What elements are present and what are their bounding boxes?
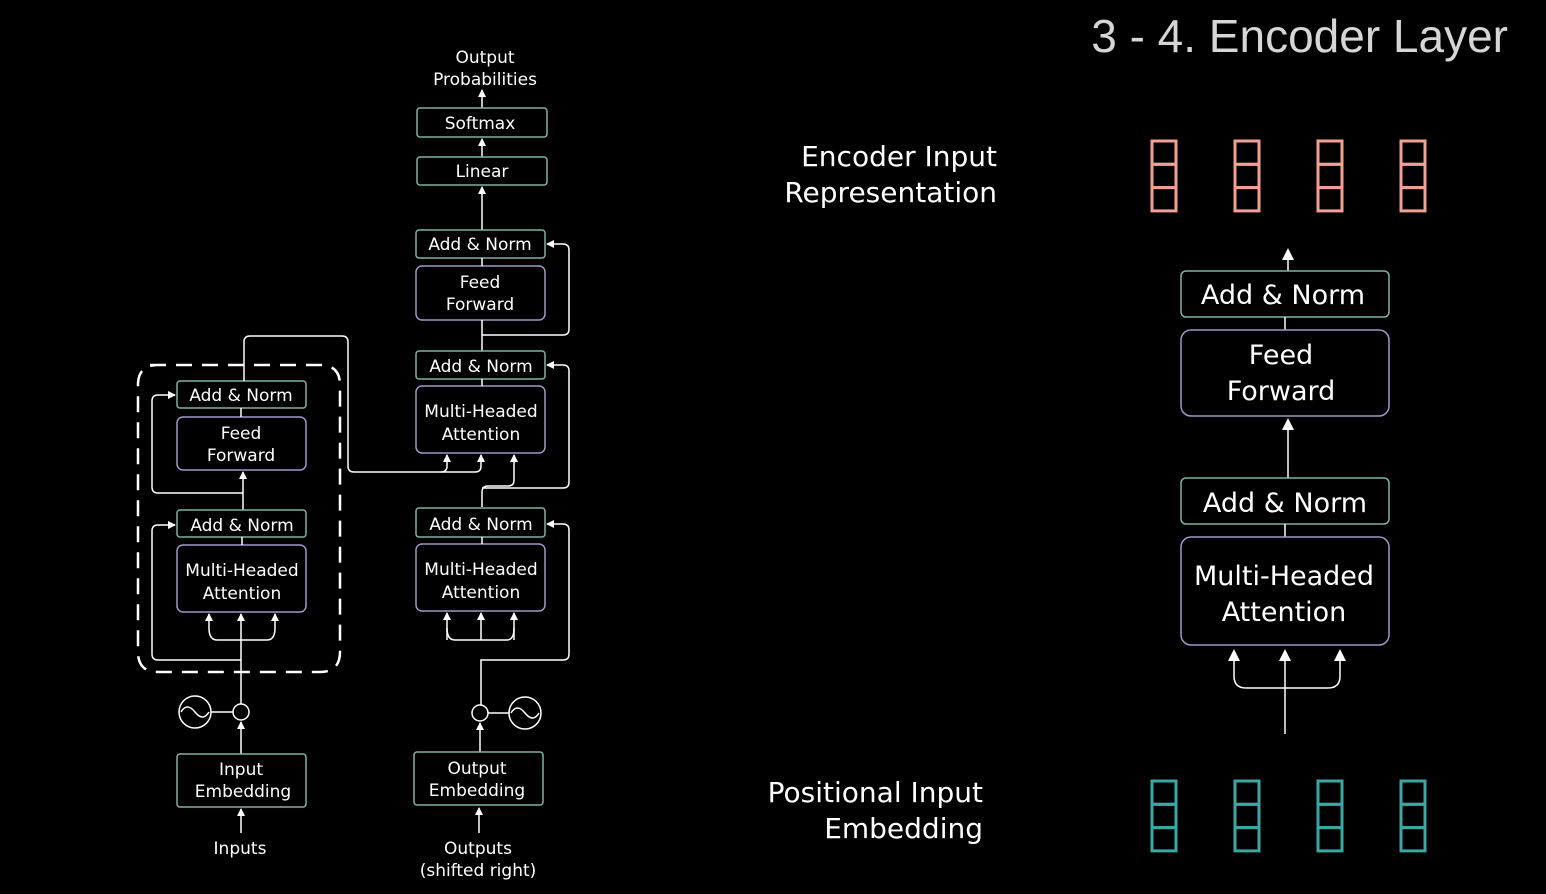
decoder-add-norm-3 — [415, 229, 546, 259]
positional-input-vector-3-cell-3 — [1316, 826, 1344, 853]
positional-input-label-1: Positional Input — [768, 776, 983, 809]
decoder-cross-attention — [415, 385, 546, 454]
decoder-ff-label-1: Feed — [460, 273, 501, 293]
positional-input-vector-1-cell-3 — [1150, 826, 1178, 853]
encoder-ff-label-2: Forward — [207, 446, 275, 466]
encoder-output-vector-1-cell-3 — [1150, 186, 1178, 213]
input-embedding-label-2: Embedding — [195, 782, 291, 802]
linear-label: Linear — [456, 162, 509, 182]
encoder-output-vector-1-cell-1 — [1150, 139, 1178, 166]
decoder-feed-forward — [415, 265, 546, 321]
encoder-attn-label-1: Multi-Headed — [185, 561, 298, 581]
encoder-output-vector-2-cell-3 — [1233, 186, 1261, 213]
output-probabilities-label-2: Probabilities — [433, 70, 537, 90]
encoder-output-vector-2-cell-2 — [1233, 162, 1261, 190]
transformer-diagram: Output Probabilities Softmax Linear Add … — [136, 48, 570, 881]
positional-input-vector-1-cell-2 — [1150, 802, 1178, 830]
encoder-input-label-2: Representation — [784, 176, 997, 209]
decoder-masked-attn-label-2: Attention — [442, 583, 520, 603]
encoder-ff-label-1: Feed — [221, 424, 262, 444]
encoder-output-vector-3-cell-3 — [1316, 186, 1344, 213]
encoder-output-vector-4-cell-3 — [1399, 186, 1427, 213]
decoder-add-circle — [471, 704, 489, 722]
softmax-box — [416, 107, 548, 138]
encoder-output-vectors — [1150, 139, 1427, 213]
encoder-dashed-outline — [136, 363, 342, 674]
positional-input-vector-2-cell-1 — [1233, 779, 1261, 806]
outputs-label-2: (shifted right) — [420, 861, 537, 881]
decoder-cross-attn-label-2: Attention — [442, 425, 520, 445]
decoder-add-norm-1-label: Add & Norm — [429, 515, 532, 535]
encoder-output-vector-4-cell-1 — [1399, 139, 1427, 166]
decoder-masked-attention — [415, 543, 546, 612]
input-embedding-box — [176, 753, 307, 808]
encoder-layer-attn-label-2: Attention — [1222, 597, 1347, 628]
encoder-layer-ff-label-2: Forward — [1227, 376, 1336, 407]
encoder-layer-add-norm-1-label: Add & Norm — [1203, 488, 1367, 519]
positional-input-vectors — [1150, 779, 1427, 853]
encoder-layer-feed-forward — [1180, 329, 1390, 417]
page-title: 3 - 4. Encoder Layer — [1091, 10, 1508, 62]
encoder-output-vector-2-cell-1 — [1233, 139, 1261, 166]
decoder-add-norm-2-label: Add & Norm — [429, 357, 532, 377]
decoder-ff-label-2: Forward — [446, 295, 514, 315]
decoder-cross-attn-label-1: Multi-Headed — [424, 402, 537, 422]
inputs-label: Inputs — [214, 839, 267, 859]
positional-input-vector-4-cell-1 — [1399, 779, 1427, 806]
output-embedding-box — [413, 751, 544, 806]
positional-input-label-2: Embedding — [824, 812, 983, 845]
encoder-add-norm-2-label: Add & Norm — [189, 386, 292, 406]
output-embedding-label-2: Embedding — [429, 781, 525, 801]
linear-box — [416, 156, 548, 186]
encoder-layer-attention — [1180, 536, 1390, 646]
decoder-add-norm-2 — [415, 350, 546, 380]
encoder-layer-ff-label-1: Feed — [1249, 340, 1313, 371]
positional-input-vector-3-cell-2 — [1316, 802, 1344, 830]
positional-input-vector-4-cell-3 — [1399, 826, 1427, 853]
encoder-add-norm-1-label: Add & Norm — [190, 516, 293, 536]
encoder-layer-diagram: Encoder Input Representation Positional … — [768, 139, 1427, 853]
encoder-output-vector-1-cell-2 — [1150, 162, 1178, 190]
encoder-input-label-1: Encoder Input — [801, 140, 997, 173]
encoder-add-circle — [232, 703, 250, 721]
encoder-layer-add-norm-2-label: Add & Norm — [1201, 280, 1365, 311]
outputs-label-1: Outputs — [444, 839, 512, 859]
positional-input-vector-3-cell-1 — [1316, 779, 1344, 806]
decoder-add-norm-1 — [415, 507, 546, 538]
input-embedding-label-1: Input — [219, 760, 263, 780]
output-embedding-label-1: Output — [447, 759, 506, 779]
softmax-label: Softmax — [445, 114, 516, 134]
encoder-attn-label-2: Attention — [203, 584, 281, 604]
encoder-output-vector-4-cell-2 — [1399, 162, 1427, 190]
decoder-add-norm-3-label: Add & Norm — [428, 235, 531, 255]
positional-input-vector-2-cell-3 — [1233, 826, 1261, 853]
positional-input-vector-1-cell-1 — [1150, 779, 1178, 806]
encoder-output-vector-3-cell-1 — [1316, 139, 1344, 166]
positional-input-vector-4-cell-2 — [1399, 802, 1427, 830]
encoder-layer-attn-label-1: Multi-Headed — [1194, 561, 1374, 592]
positional-input-vector-2-cell-2 — [1233, 802, 1261, 830]
output-probabilities-label-1: Output — [455, 48, 514, 68]
decoder-masked-attn-label-1: Multi-Headed — [424, 560, 537, 580]
encoder-output-vector-3-cell-2 — [1316, 162, 1344, 190]
